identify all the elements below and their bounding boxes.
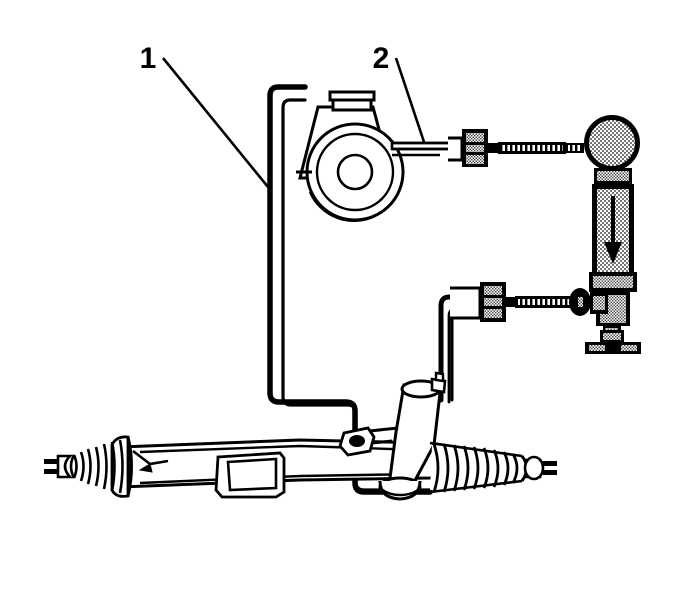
power-steering-pump [296,90,405,223]
steering-gear-rack [44,371,557,501]
hose-coupler-lower [450,282,515,322]
shutoff-valve-handle [585,342,641,354]
tester-hose-upper [498,142,584,154]
pressure-gauge-assembly [584,115,641,354]
left-tie-rod-stub [44,454,74,479]
reservoir-cap [328,90,376,112]
callout-label-2: 2 [373,42,390,75]
callout-leader-1 [161,57,270,188]
callout-label-1: 1 [140,42,157,75]
gear-port-fitting [338,426,393,457]
callout-leader-2 [394,57,426,143]
tester-hose-lower [515,288,608,316]
flow-arrow [604,196,622,264]
pump-pulley-hub [336,153,374,191]
pressure-hose [267,84,433,495]
pinion-valve-housing [378,371,447,501]
right-bellows-boot [429,441,530,494]
rack-mount-bracket [214,451,286,499]
right-tie-rod-stub [522,455,557,481]
tester-supply-line-upper [390,141,454,157]
left-bellows-boot [69,435,133,498]
hose-coupler-upper [448,129,498,167]
